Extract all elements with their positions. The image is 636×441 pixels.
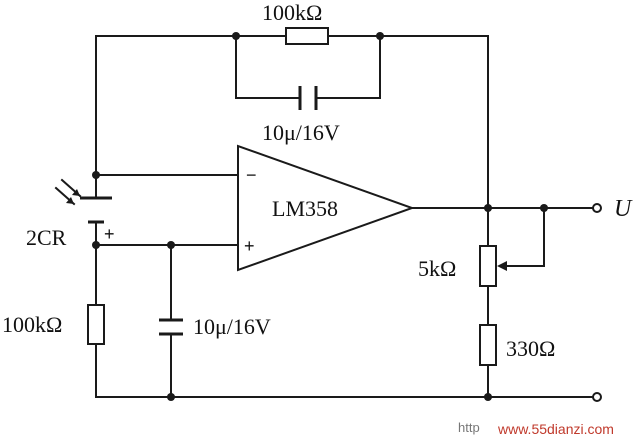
junction-dot (92, 241, 100, 249)
junction-dot (232, 32, 240, 40)
photocell (54, 178, 112, 224)
junction-dot (540, 204, 548, 212)
junction-dot (484, 393, 492, 401)
capacitor-input-label: 10μ/16V (193, 314, 271, 339)
photocell-plus-sign: + (104, 224, 115, 244)
junction-dot (484, 204, 492, 212)
wires (95, 35, 594, 398)
resistor-bottom (479, 324, 497, 366)
resistor-feedback-label: 100kΩ (262, 0, 322, 25)
output-terminal-top (592, 203, 602, 213)
watermark-prefix: http (458, 420, 480, 435)
resistor-input (87, 304, 105, 345)
opamp-noninverting-sign: + (244, 236, 255, 256)
potentiometer-label: 5kΩ (418, 256, 456, 281)
capacitor-input (159, 318, 183, 336)
resistor-feedback (285, 27, 329, 45)
watermark-site: www.55dianzi.com (497, 421, 614, 437)
resistor-bottom-label: 330Ω (506, 336, 555, 361)
light-arrows-icon (54, 178, 82, 206)
photocell-label: 2CR (26, 225, 67, 250)
output-terminal-bottom (592, 392, 602, 402)
opamp-label: LM358 (272, 196, 338, 221)
capacitor-feedback (298, 86, 318, 110)
junction-dot (376, 32, 384, 40)
junction-dot (167, 393, 175, 401)
junction-dot (167, 241, 175, 249)
opamp-inverting-sign: − (246, 165, 257, 185)
potentiometer (479, 245, 497, 287)
resistor-input-label: 100kΩ (2, 312, 62, 337)
output-label: U (614, 196, 633, 222)
potentiometer-wiper-arrow-icon (497, 261, 507, 271)
capacitor-feedback-label: 10μ/16V (262, 120, 340, 145)
junction-dots (92, 32, 548, 401)
opamp-symbol (237, 144, 415, 272)
junction-dot (92, 171, 100, 179)
